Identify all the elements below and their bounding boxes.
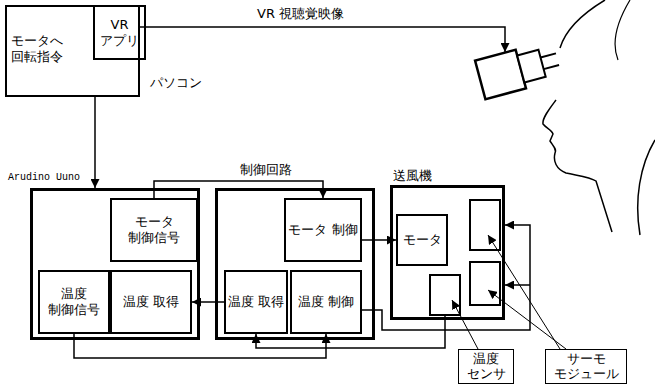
component-box: モータ 制御 <box>284 198 362 262</box>
component-box: モータ <box>396 214 448 266</box>
module-wire <box>505 284 530 286</box>
box-label: 温度 センサ <box>459 352 513 381</box>
head-outline <box>543 0 612 232</box>
box-label: Arudino Uuno <box>8 172 80 184</box>
box-label: モータ 制御信号 <box>112 214 196 245</box>
component-box: 温度 取得 <box>224 270 288 334</box>
signal-label: VR 視聴覚映像 <box>255 6 346 22</box>
video-arrow <box>140 27 505 52</box>
box-label: 温度 制御信号 <box>40 286 108 317</box>
box-label: 温度 制御 <box>298 294 354 310</box>
neck-outline <box>638 140 655 235</box>
temperature-sensor <box>430 275 460 315</box>
leader-line <box>452 300 478 349</box>
hair-line <box>615 0 630 60</box>
component-box: モータ 制御信号 <box>110 198 198 262</box>
callout-box: 温度 センサ <box>458 349 514 384</box>
signal-arrow <box>192 301 224 303</box>
component-box: Arudino Uunoモータ 制御信号温度 制御信号温度 取得 <box>30 188 200 340</box>
thermo-module <box>470 200 500 250</box>
box-label: モータへ 回転指令 <box>11 33 71 64</box>
box-label: 温度 取得 <box>123 294 179 310</box>
callout-box: サーモ モジュール <box>545 349 627 384</box>
component-box: 制御回路モータ 制御温度 取得温度 制御 <box>215 188 375 340</box>
box-label: モータ <box>403 232 442 248</box>
component-box: 温度 制御 <box>290 270 362 334</box>
box-label: パソコン <box>150 75 202 91</box>
signal-arrow <box>94 97 96 188</box>
signal-arrow <box>256 320 445 348</box>
box-label: 温度 取得 <box>228 294 284 310</box>
component-box: VR アプリ <box>93 5 146 60</box>
component-box: パソコンモータへ 回転指令VR アプリ <box>5 5 140 97</box>
box-label: モータ 制御 <box>288 222 357 238</box>
component-box: 温度 制御信号 <box>38 270 110 334</box>
leader-line <box>488 235 560 349</box>
thermo-module <box>470 262 500 305</box>
component-box: 送風機モータ <box>390 185 505 320</box>
box-label: サーモ モジュール <box>546 352 626 381</box>
component-box: 温度 取得 <box>110 270 192 334</box>
vr-headset <box>475 40 563 99</box>
box-label: VR アプリ <box>95 17 144 48</box>
box-label: 制御回路 <box>240 162 292 178</box>
box-label: 送風機 <box>393 168 432 184</box>
